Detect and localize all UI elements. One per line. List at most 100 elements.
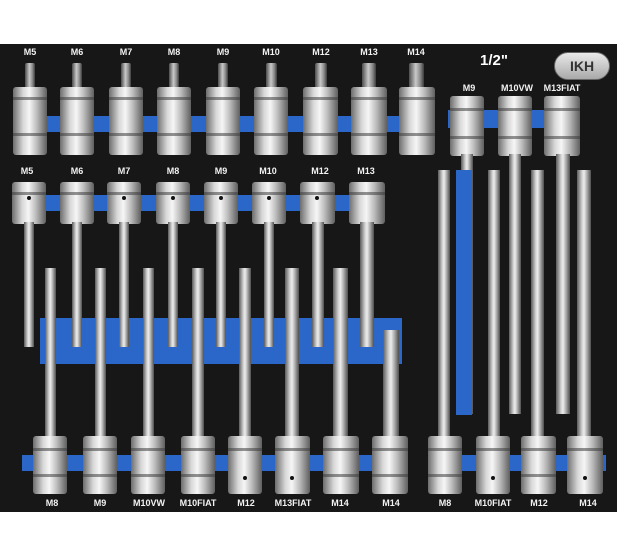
torx-bit-socket — [228, 436, 262, 494]
top-label-m14: M14 — [407, 47, 425, 57]
torx-bit-socket — [12, 182, 46, 224]
torx-bit-socket — [204, 182, 238, 224]
top-label-m12: M12 — [312, 47, 330, 57]
torx-bit-socket — [351, 87, 387, 155]
torx-bit-socket — [252, 182, 286, 224]
torx-bit-shaft — [312, 222, 324, 347]
torx-bit-tip — [409, 63, 424, 89]
right-vertical-blue-strip — [456, 170, 472, 415]
drive-size-label: 1/2" — [480, 52, 508, 69]
long-torx-shaft — [45, 268, 56, 438]
torx-bit-shaft — [119, 222, 129, 347]
mid-label-m10: M10 — [259, 166, 277, 176]
torx-bit-socket — [60, 87, 94, 155]
torx-bit-tip — [72, 63, 82, 89]
torx-bit-socket — [109, 87, 143, 155]
torx-bit-socket — [303, 87, 338, 155]
top-label-m10: M10 — [262, 47, 280, 57]
torx-bit-socket — [300, 182, 335, 224]
brand-logo: IKH — [554, 52, 610, 80]
torx-bit-shaft — [216, 222, 226, 347]
torx-bit-socket — [521, 436, 556, 494]
long-torx-shaft — [488, 170, 500, 440]
bottom-label-m13fiat: M13FIAT — [274, 498, 312, 508]
bottom-label-m10vw: M10VW — [132, 498, 166, 508]
mid-label-m8: M8 — [166, 166, 180, 176]
bottom-label-m10fiat: M10FIAT — [179, 498, 217, 508]
top-label-m5: M5 — [23, 47, 37, 57]
torx-bit-socket — [60, 182, 94, 224]
torx-bit-shaft — [360, 222, 374, 347]
torx-bit-socket — [157, 87, 191, 155]
right-top-label-m10vw: M10VW — [500, 83, 534, 93]
torx-bit-tip — [25, 63, 35, 89]
torx-bit-socket — [476, 436, 510, 494]
torx-bit-socket — [372, 436, 408, 494]
torx-bit-tip — [169, 63, 179, 89]
bottom-right-label-m10fiat: M10FIAT — [474, 498, 512, 508]
mid-label-m13: M13 — [357, 166, 375, 176]
long-torx-shaft — [239, 268, 251, 438]
torx-bit-socket — [107, 182, 141, 224]
top-label-m8: M8 — [167, 47, 181, 57]
top-label-m6: M6 — [70, 47, 84, 57]
torx-bit-socket — [428, 436, 462, 494]
torx-bit-socket — [399, 87, 435, 155]
mid-label-m9: M9 — [214, 166, 228, 176]
bottom-right-blue-band — [428, 455, 606, 471]
torx-bit-socket — [33, 436, 67, 494]
bottom-label-m14: M14 — [331, 498, 349, 508]
torx-bit-tip — [266, 63, 277, 89]
torx-bit-socket — [349, 182, 385, 224]
torx-bit-shaft — [24, 222, 34, 347]
bottom-label-m14-b: M14 — [382, 498, 400, 508]
long-torx-shaft — [143, 268, 154, 438]
long-torx-shaft — [95, 268, 106, 438]
torx-bit-shaft — [168, 222, 178, 347]
brand-logo-text: IKH — [569, 58, 595, 74]
long-torx-socket — [498, 96, 532, 156]
long-torx-shaft — [333, 268, 348, 438]
top-label-m9: M9 — [216, 47, 230, 57]
long-torx-shaft — [383, 330, 399, 438]
bottom-right-label-m8: M8 — [438, 498, 452, 508]
long-torx-shaft — [285, 268, 299, 438]
bottom-right-label-m14: M14 — [579, 498, 597, 508]
long-torx-shaft — [438, 170, 450, 440]
long-torx-shaft — [531, 170, 544, 440]
long-torx-shaft — [556, 154, 570, 414]
torx-bit-shaft — [72, 222, 82, 347]
mid-label-m12: M12 — [311, 166, 329, 176]
torx-bit-socket — [181, 436, 215, 494]
torx-bit-socket — [156, 182, 190, 224]
torx-bit-socket — [206, 87, 240, 155]
long-torx-shaft — [509, 154, 521, 414]
bottom-label-m8: M8 — [45, 498, 59, 508]
bottom-right-label-m12: M12 — [530, 498, 548, 508]
long-torx-socket — [544, 96, 580, 156]
bottom-left-blue-band — [22, 455, 408, 471]
torx-bit-socket — [83, 436, 117, 494]
mid-label-m5: M5 — [20, 166, 34, 176]
long-torx-shaft — [192, 268, 204, 438]
torx-bit-socket — [254, 87, 288, 155]
torx-bit-tip — [362, 63, 376, 89]
torx-bit-shaft — [264, 222, 274, 347]
right-top-label-m13fiat: M13FIAT — [543, 83, 581, 93]
torx-bit-socket — [13, 87, 47, 155]
torx-bit-tip — [218, 63, 228, 89]
torx-bit-socket — [567, 436, 603, 494]
bottom-label-m9: M9 — [93, 498, 107, 508]
long-torx-shaft — [577, 170, 591, 440]
torx-bit-tip — [121, 63, 131, 89]
mid-label-m7: M7 — [117, 166, 131, 176]
bottom-label-m12: M12 — [237, 498, 255, 508]
torx-bit-socket — [131, 436, 165, 494]
long-torx-socket — [450, 96, 484, 156]
torx-bit-socket — [323, 436, 359, 494]
top-label-m13: M13 — [360, 47, 378, 57]
torx-bit-tip — [315, 63, 327, 89]
mid-row-blue-band — [13, 195, 385, 211]
top-label-m7: M7 — [119, 47, 133, 57]
mid-label-m6: M6 — [70, 166, 84, 176]
